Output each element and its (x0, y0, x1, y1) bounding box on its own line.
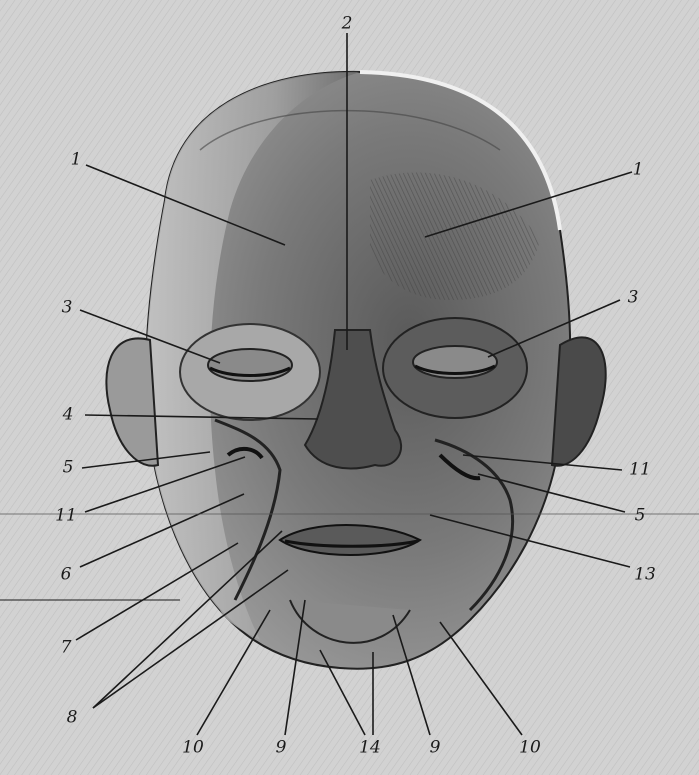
label-3-right: 3 (628, 290, 639, 307)
label-10-right: 10 (519, 740, 541, 757)
label-1-right: 1 (633, 162, 644, 179)
label-7: 7 (61, 640, 72, 657)
label-6: 6 (61, 567, 72, 584)
label-11-right: 11 (629, 462, 651, 479)
label-11-left: 11 (55, 508, 77, 525)
label-9-right: 9 (430, 740, 441, 757)
label-5-left: 5 (63, 460, 74, 477)
label-2: 2 (342, 16, 353, 33)
label-3-left: 3 (62, 300, 73, 317)
label-5-right: 5 (635, 508, 646, 525)
label-8: 8 (67, 710, 78, 727)
right-eye (383, 318, 527, 418)
label-4: 4 (63, 407, 74, 424)
left-eye (180, 324, 320, 420)
label-13: 13 (634, 567, 656, 584)
label-9-left: 9 (276, 740, 287, 757)
label-10-left: 10 (182, 740, 204, 757)
label-1-left: 1 (71, 152, 82, 169)
label-14: 14 (359, 740, 381, 757)
